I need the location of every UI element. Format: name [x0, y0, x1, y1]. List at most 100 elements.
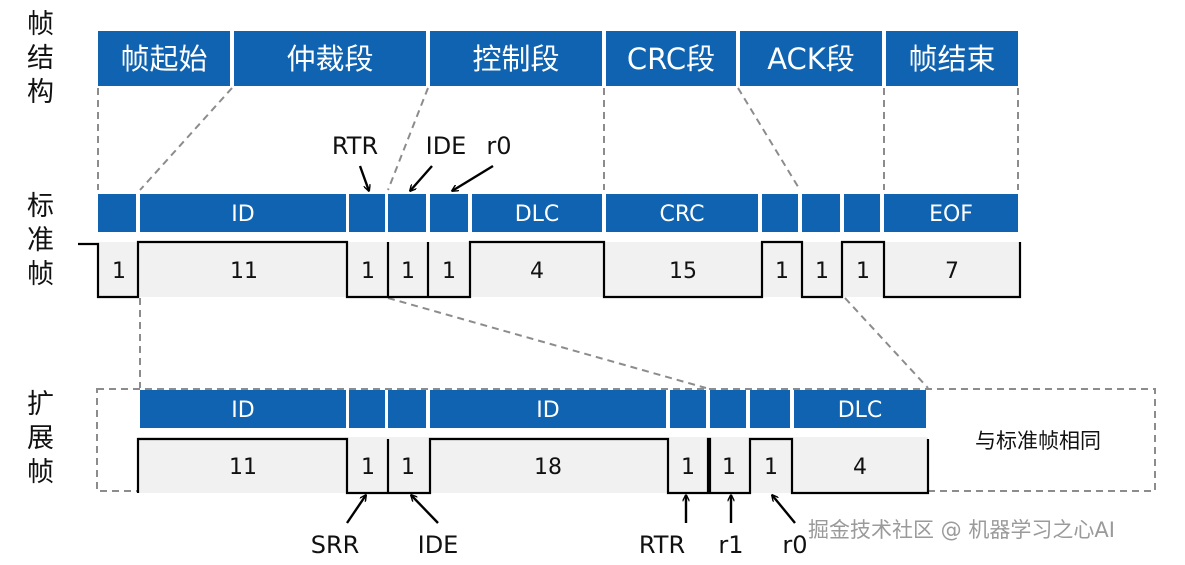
dashed-guide: [737, 87, 801, 191]
label-char: 帧: [27, 9, 54, 40]
extended-field-box: [140, 390, 346, 428]
bit-annotation-label: SRR: [311, 531, 360, 559]
standard-bit-count: 1: [361, 259, 375, 284]
extended-field-label: ID: [231, 398, 254, 423]
extended-bit-count: 1: [401, 455, 415, 480]
standard-bit-count: 11: [230, 259, 258, 284]
bit-annotation-label: r1: [718, 531, 743, 559]
bit-annotation-label: IDE: [418, 531, 459, 559]
segment-label: 帧结束: [908, 42, 995, 76]
extended-bit-count: 4: [853, 455, 867, 480]
label-char: 标: [27, 191, 54, 222]
label-char: 扩: [27, 389, 54, 420]
standard-field-label: DLC: [515, 202, 560, 227]
segment-label: CRC段: [627, 42, 715, 76]
segment-label: 仲裁段: [286, 42, 373, 76]
label-char: 构: [27, 77, 54, 108]
extended-bit-count: 1: [764, 455, 778, 480]
standard-field-label: ID: [231, 202, 254, 227]
standard-field-box: [884, 194, 1018, 232]
standard-bit-count: 1: [815, 259, 829, 284]
segment-label: 控制段: [472, 42, 559, 76]
standard-bit-cell: [884, 242, 1020, 297]
segment-box: [234, 31, 426, 86]
standard-bit-cell: [604, 242, 762, 297]
label-char: 帧: [27, 259, 54, 290]
segment-box: [98, 31, 230, 86]
standard-bit-cell: [762, 242, 802, 297]
dashed-guides: [96, 87, 1156, 492]
annotation-arrow: [346, 495, 366, 524]
standard-field-label: EOF: [929, 202, 973, 227]
label-char: 结: [27, 43, 54, 74]
segment-box: [606, 31, 736, 86]
standard-field-row: ID DLC CRC EOF: [98, 194, 1018, 232]
extended-field-box: [349, 390, 385, 428]
extended-bit-count: 11: [229, 455, 257, 480]
extended-bit-cell: [428, 437, 668, 493]
bit-annotation-label: IDE: [426, 132, 467, 160]
standard-field-box: [802, 194, 840, 232]
extended-bit-count: 1: [681, 455, 695, 480]
extended-frame-dashed-box: [96, 388, 1156, 492]
extended-field-label: ID: [536, 398, 559, 423]
annotation-arrow: [410, 165, 433, 191]
label-char: 帧: [27, 457, 54, 488]
standard-bit-cell: [140, 242, 348, 297]
segment-box: [740, 31, 882, 86]
extended-field-label: DLC: [838, 398, 883, 423]
standard-bit-cell: [470, 242, 604, 297]
extended-frame-label: 扩 展 帧: [27, 388, 54, 490]
standard-bit-count: 4: [530, 259, 544, 284]
bit-annotation-label: r0: [486, 132, 511, 160]
extended-field-box: [388, 390, 426, 428]
standard-bit-cell: [428, 242, 470, 297]
annotation-arrow: [358, 165, 369, 191]
dashed-guide: [387, 87, 429, 191]
extended-bit-cell: [750, 437, 792, 493]
standard-field-box: [430, 194, 468, 232]
extended-bit-cell: [138, 437, 348, 493]
bit-annotation-label: r0: [782, 531, 807, 559]
extended-field-box: [750, 390, 790, 428]
standard-field-box: [472, 194, 602, 232]
standard-field-box: [844, 194, 880, 232]
bit-annotation-label: RTR: [639, 531, 685, 559]
standard-field-box: [349, 194, 385, 232]
standard-signal-line: [78, 240, 1022, 299]
extended-signal-line: [136, 437, 930, 495]
signal-waveform: [78, 240, 1022, 495]
segment-label: ACK段: [767, 42, 855, 76]
same-as-standard-note: 与标准帧相同: [975, 429, 1101, 453]
extended-field-box: [430, 390, 666, 428]
label-char: 准: [27, 225, 54, 256]
standard-bit-cell: [348, 242, 388, 297]
extended-bit-count: 1: [722, 455, 736, 480]
standard-bit-count: 7: [945, 259, 959, 284]
standard-bit-cell: [98, 242, 140, 297]
extended-bit-cell: [388, 437, 428, 493]
standard-bit-count: 1: [112, 259, 126, 284]
bit-annotation-label: RTR: [332, 132, 378, 160]
standard-bit-cell: [842, 242, 884, 297]
watermark: 掘金技术社区 @ 机器学习之心AI: [808, 518, 1115, 542]
label-char: 展: [27, 423, 54, 454]
standard-frame-label: 标 准 帧: [27, 190, 54, 292]
dashed-guide: [844, 297, 929, 389]
standard-field-box: [762, 194, 798, 232]
segment-box: [886, 31, 1018, 86]
annotation-arrow: [452, 164, 494, 191]
standard-field-box: [388, 194, 426, 232]
extended-field-box: [670, 390, 706, 428]
standard-field-box: [98, 194, 136, 232]
extended-bit-count: 1: [361, 455, 375, 480]
standard-field-box: [606, 194, 758, 232]
standard-bit-count: 1: [856, 259, 870, 284]
extended-bit-cell: [792, 437, 928, 493]
standard-field-label: CRC: [660, 202, 705, 227]
